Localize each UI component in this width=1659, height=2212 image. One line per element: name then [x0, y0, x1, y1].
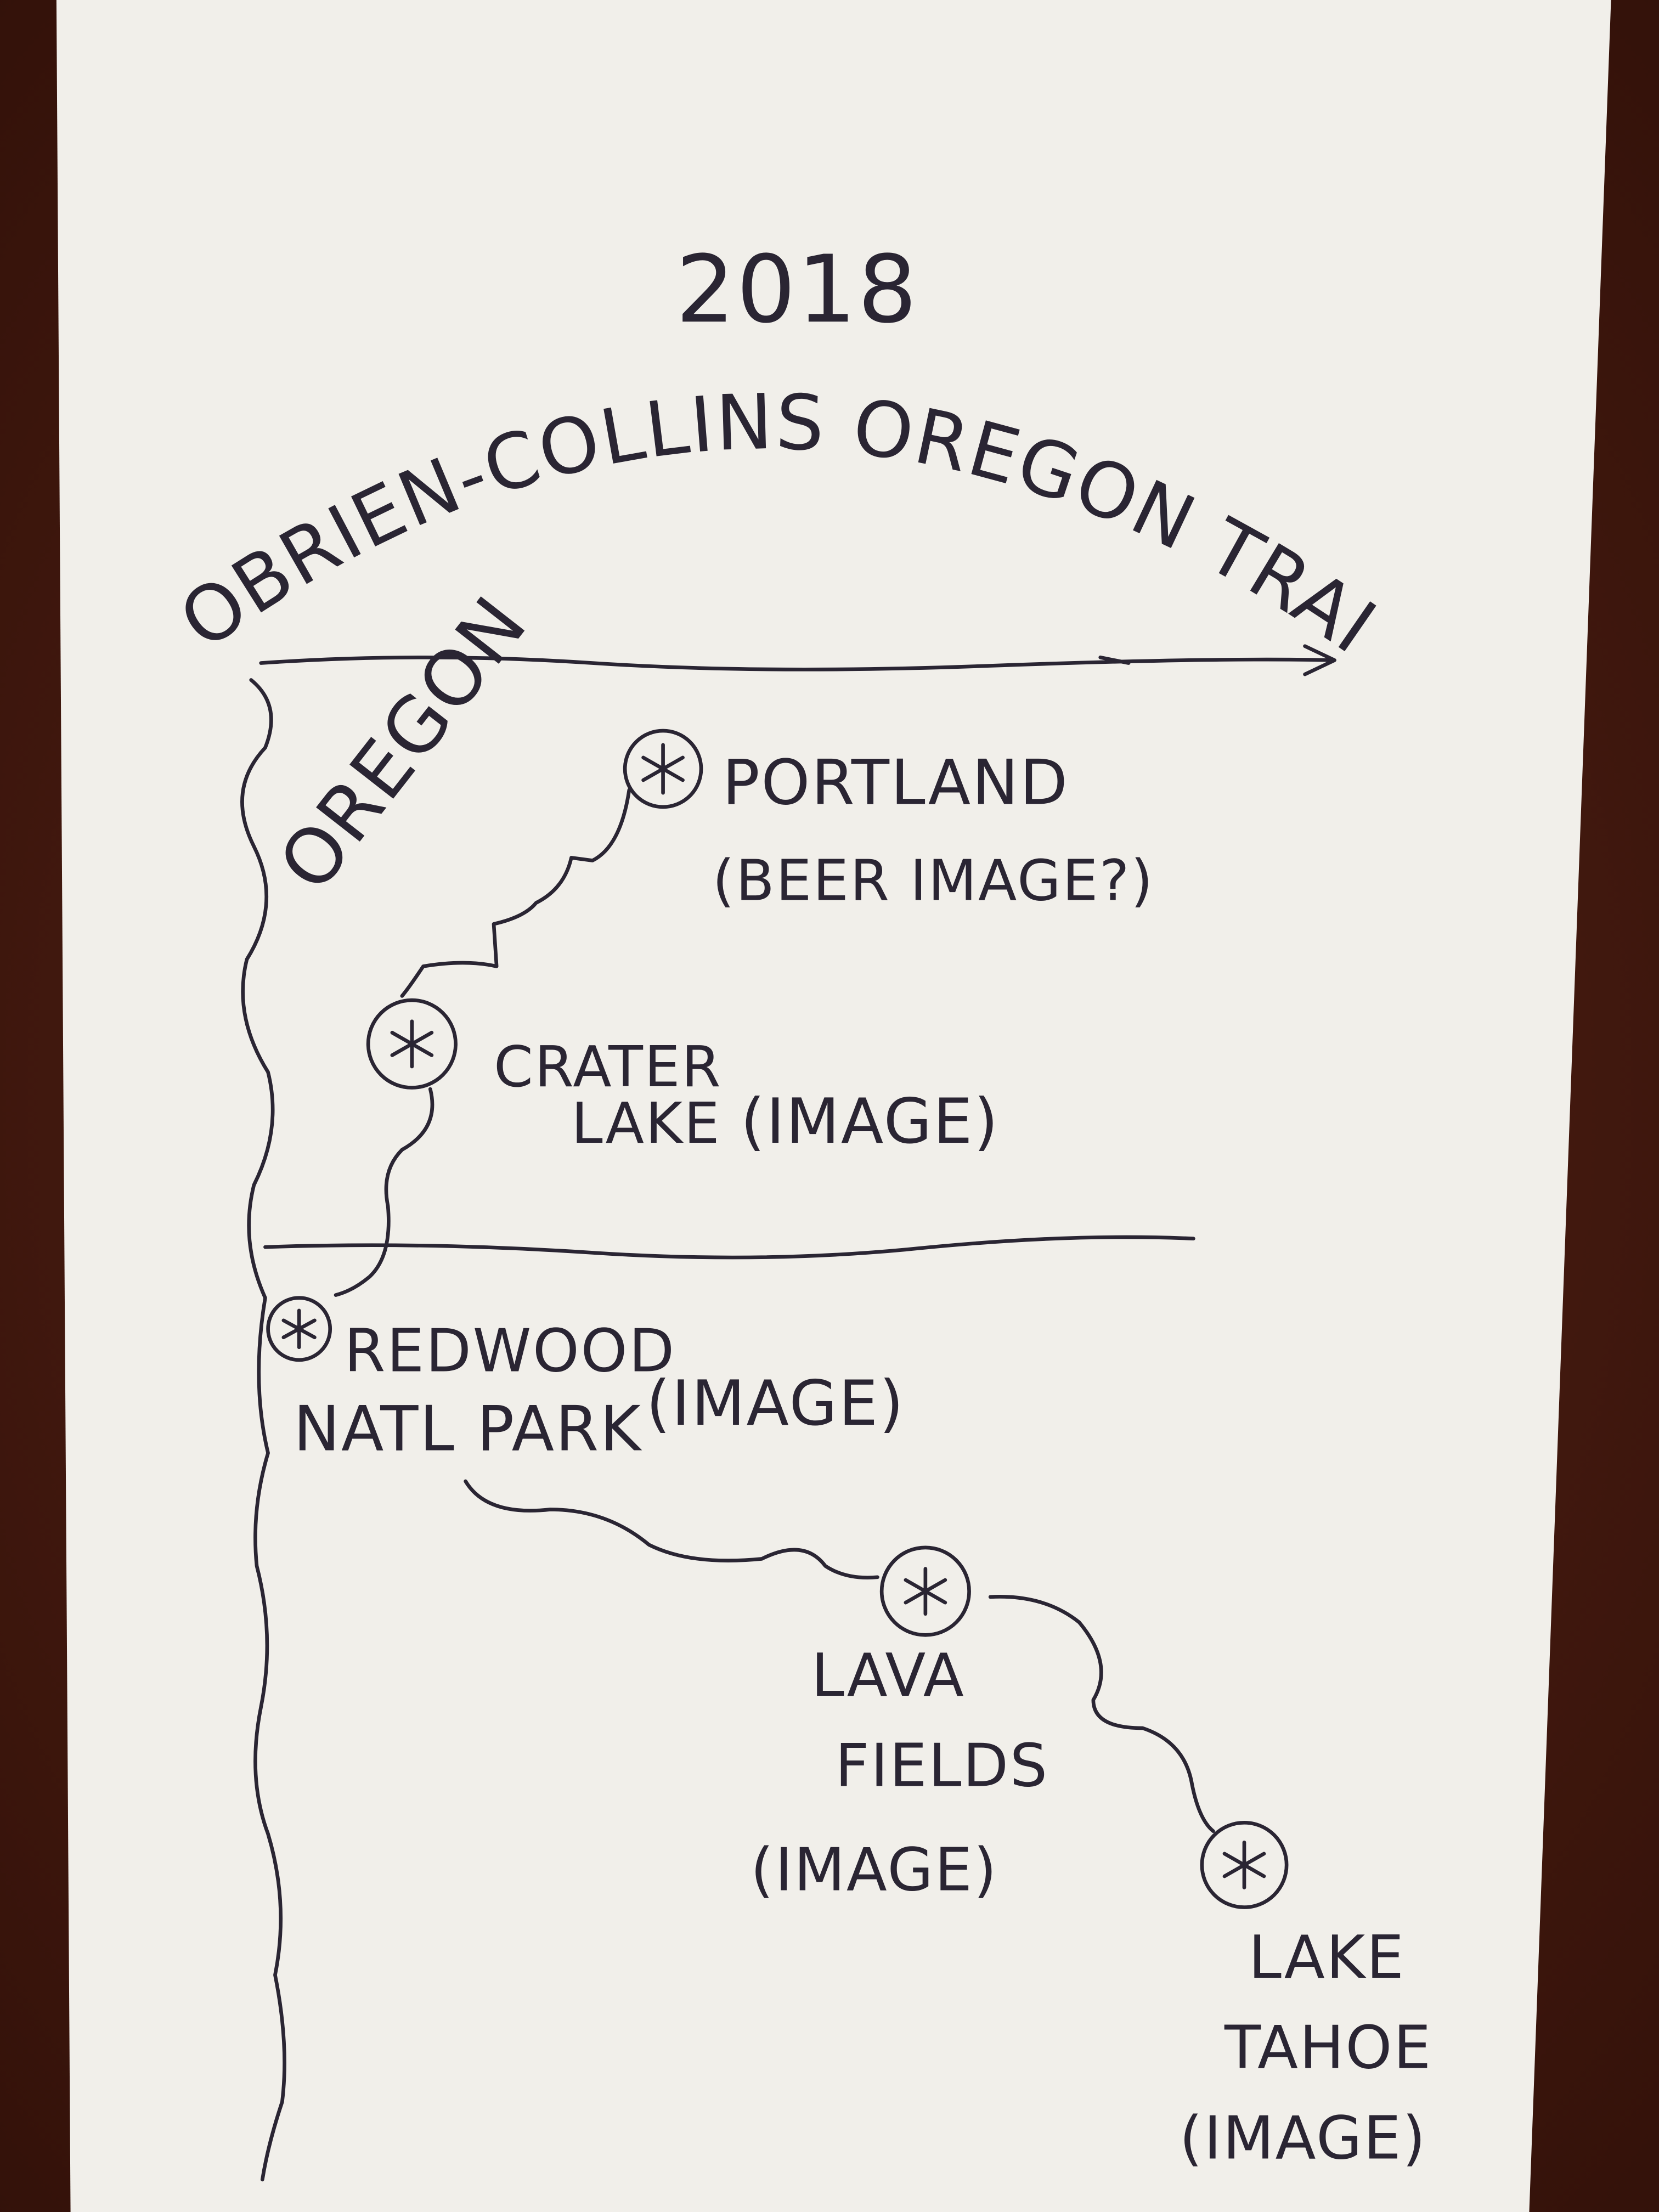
stop-marker-lake-tahoe — [1200, 1820, 1289, 1909]
stop-marker-crater-lake — [366, 998, 458, 1090]
stop-note-crater-lake: (IMAGE) — [741, 1085, 1000, 1158]
northern-border-line — [259, 644, 1336, 676]
stop-name-crater-lake-line1: CRATER — [494, 1035, 722, 1100]
stop-name-portland: PORTLAND — [723, 747, 1069, 819]
stop-name-lake-tahoe-line1: LAKE — [1249, 1923, 1406, 1992]
paper-card — [56, 0, 1611, 2212]
year-heading: 2018 — [676, 235, 918, 344]
route-lava-tahoe — [988, 1595, 1215, 1833]
stop-name-redwood-line1: REDWOOD — [344, 1317, 675, 1385]
stop-name-lava-fields-line2: FIELDS — [835, 1731, 1049, 1800]
asterisk-circle-icon — [1200, 1820, 1289, 1909]
route-redwood-lava — [464, 1479, 879, 1580]
stop-marker-lava-fields — [879, 1545, 971, 1637]
asterisk-circle-icon — [366, 998, 458, 1090]
stop-name-lake-tahoe-line2: TAHOE — [1224, 2014, 1432, 2083]
stop-name-lava-fields-line1: LAVA — [811, 1641, 966, 1710]
route-crater-redwood — [334, 1087, 435, 1297]
stop-name-redwood-line2: NATL PARK — [294, 1392, 642, 1465]
coastline — [240, 678, 286, 2182]
asterisk-circle-icon — [623, 729, 703, 809]
stop-note-portland: (BEER IMAGE?) — [713, 849, 1154, 914]
asterisk-circle-icon — [879, 1545, 971, 1637]
stop-note-redwood: (IMAGE) — [646, 1367, 905, 1440]
asterisk-circle-icon — [266, 1296, 332, 1362]
stop-marker-portland — [623, 729, 703, 809]
stop-note-lake-tahoe: (IMAGE) — [1180, 2104, 1427, 2172]
stop-name-crater-lake-line2: LAKE — [571, 1091, 721, 1156]
state-border-line — [263, 1235, 1195, 1260]
route-portland-crater — [400, 788, 631, 998]
stop-note-lava-fields: (IMAGE) — [751, 1836, 998, 1905]
stop-marker-redwood — [266, 1296, 332, 1362]
